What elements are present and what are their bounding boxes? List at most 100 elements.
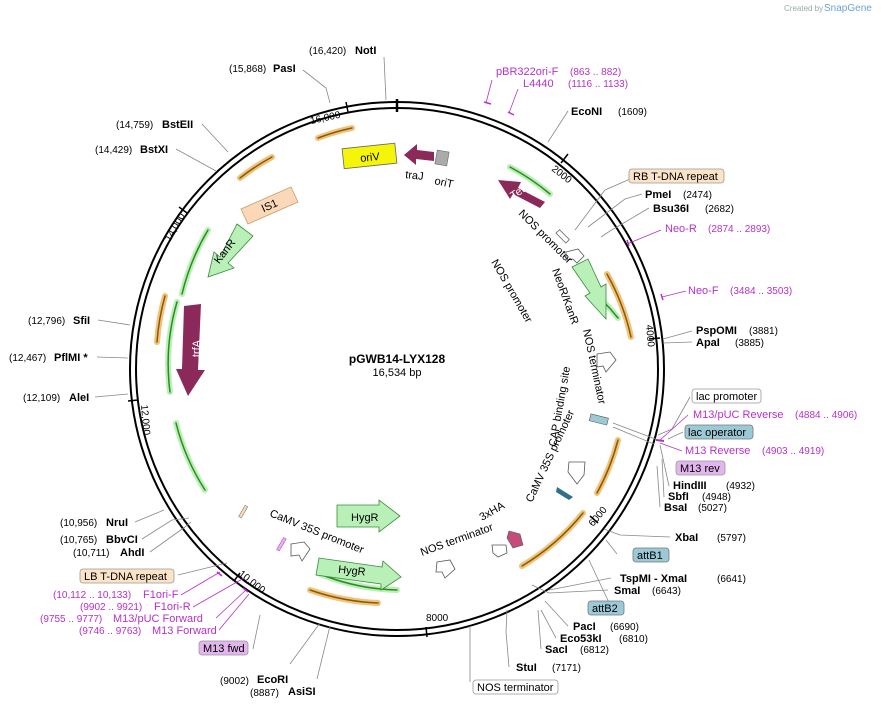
plasmid-name: pGWB14-LYX128 bbox=[349, 352, 446, 366]
nos-terminator-arrow bbox=[435, 559, 456, 579]
site-pos-SmaI: (6643) bbox=[652, 586, 681, 597]
leader-line bbox=[537, 609, 542, 650]
leader-line bbox=[149, 521, 192, 553]
site-ApaI: ApaI bbox=[696, 337, 720, 349]
tick-mark bbox=[589, 515, 599, 524]
primer-leader-lines bbox=[180, 79, 689, 631]
site-EcoNI: EcoNI bbox=[571, 106, 602, 118]
orf-arrow bbox=[175, 422, 206, 491]
nos-promoter-arrow bbox=[565, 248, 585, 264]
tick-label-8000: 8000 bbox=[426, 613, 449, 624]
orf-arrow bbox=[521, 512, 584, 567]
tick-mark bbox=[425, 626, 428, 638]
site-SacI: SacI bbox=[545, 644, 568, 656]
leader-line bbox=[97, 319, 131, 326]
site-pos-PflMI: (12,467) bbox=[9, 353, 46, 364]
orf-arc bbox=[519, 510, 586, 569]
site-pos-BstXI: (14,429) bbox=[95, 145, 132, 156]
attB2-label: attB2 bbox=[592, 603, 618, 615]
site-BbvCI: BbvCI bbox=[106, 534, 138, 546]
site-SmaI: SmaI bbox=[614, 585, 640, 597]
leader-line bbox=[505, 609, 510, 668]
orf-arrow bbox=[167, 301, 178, 393]
site-pos-AsiSI: (8887) bbox=[250, 688, 279, 699]
leader-line bbox=[605, 539, 618, 555]
site-pos-HindIII: (4932) bbox=[726, 481, 755, 492]
site-TspMI-XmaI: TspMI - XmaI bbox=[620, 573, 687, 585]
leader-line bbox=[547, 110, 569, 143]
orf-arc bbox=[594, 437, 621, 496]
small-feature bbox=[556, 487, 573, 500]
leader-line bbox=[96, 356, 129, 359]
primer-Neo-R: Neo-R bbox=[665, 223, 697, 235]
traJ-label: traJ bbox=[405, 169, 424, 183]
site-pos-SfiI: (12,796) bbox=[28, 316, 65, 327]
site-pos-EcoRI: (9002) bbox=[220, 676, 249, 687]
primer-marker bbox=[660, 293, 664, 301]
HygR-arrow-2 bbox=[315, 557, 402, 591]
leader-line bbox=[540, 609, 557, 639]
m13-fwd-label: M13 fwd bbox=[203, 643, 245, 655]
site-PasI: PasI bbox=[273, 63, 296, 75]
rb-tdna-box bbox=[628, 168, 725, 184]
3xHA-feature bbox=[506, 530, 524, 549]
site-pos-NotI: (16,420) bbox=[309, 46, 346, 57]
tick-mark bbox=[233, 572, 241, 582]
snapgene-logo: SnapGene bbox=[824, 3, 872, 14]
primer-pos-F1ori-R: (9902 .. 9921) bbox=[80, 602, 142, 613]
site-Bsu36I: Bsu36I bbox=[653, 203, 689, 215]
site-AhdI: AhdI bbox=[120, 547, 144, 559]
orf-arrow bbox=[606, 273, 632, 338]
site-pos-StuI: (7171) bbox=[552, 663, 581, 674]
primer-pos-F1ori-F: (10,112 .. 10,133) bbox=[53, 590, 131, 601]
site-EcoRI: EcoRI bbox=[257, 674, 288, 686]
primer-marker bbox=[626, 239, 630, 247]
site-pos-PspOMI: (3881) bbox=[749, 326, 778, 337]
leader-line bbox=[383, 56, 387, 101]
orf-arc bbox=[307, 587, 381, 606]
site-BstXI: BstXI bbox=[140, 144, 168, 156]
site-HindIII: HindIII bbox=[673, 480, 707, 492]
site-pos-AleI: (12,109) bbox=[23, 393, 60, 404]
site-SfiI: SfiI bbox=[73, 315, 90, 327]
primer-pos-M13-pUC-Forward: (9755 .. 9777) bbox=[40, 614, 102, 625]
site-pos-PmeI: (2474) bbox=[683, 190, 712, 201]
site-pos-ApaI: (3885) bbox=[735, 338, 764, 349]
oriV-label: oriV bbox=[360, 151, 381, 165]
traJ-arrow bbox=[404, 144, 434, 165]
primer-M13-Forward: M13 Forward bbox=[152, 625, 217, 637]
site-pos-BbvCI: (10,765) bbox=[60, 535, 97, 546]
site-pos-PasI: (15,868) bbox=[229, 64, 266, 75]
lac-promoter-box bbox=[691, 388, 762, 404]
site-PmeI: PmeI bbox=[645, 189, 671, 201]
lac-promoter-label: lac promoter bbox=[696, 391, 757, 403]
leader-line bbox=[574, 175, 638, 231]
HygR-label-1: HygR bbox=[351, 512, 379, 524]
tick-label-12000: 12,000 bbox=[138, 404, 152, 436]
primer-leader bbox=[626, 229, 662, 245]
orf-arcs bbox=[154, 125, 634, 606]
leader-line bbox=[252, 614, 261, 650]
leader-line bbox=[548, 577, 612, 591]
nos-terminator-box bbox=[472, 679, 559, 695]
tick-mark bbox=[178, 206, 188, 214]
primer-marker bbox=[483, 101, 492, 105]
leader-line bbox=[141, 517, 190, 540]
leader-line bbox=[544, 600, 569, 627]
primer-pos-M13-Forward: (9746 .. 9763) bbox=[79, 626, 141, 637]
leader-line bbox=[662, 341, 693, 344]
cap-binding-feature bbox=[588, 413, 609, 426]
nos-promoter-label-2: NOS promoter bbox=[488, 258, 534, 326]
primer-M13-pUC-Reverse: M13/pUC Reverse bbox=[693, 409, 783, 421]
KanR-arrow bbox=[207, 223, 254, 278]
leader-line bbox=[177, 562, 228, 576]
IS1-feature bbox=[240, 186, 299, 225]
small-feature bbox=[276, 537, 287, 552]
m13-rev-box bbox=[675, 460, 726, 476]
bp-ticks bbox=[127, 101, 661, 638]
primer-leader bbox=[215, 589, 247, 619]
site-pos-PacI: (6690) bbox=[610, 622, 639, 633]
primer-leader bbox=[485, 79, 493, 104]
plasmid-length: 16,534 bp bbox=[373, 367, 422, 379]
primer-pos-Neo-R: (2874 .. 2893) bbox=[708, 224, 770, 235]
